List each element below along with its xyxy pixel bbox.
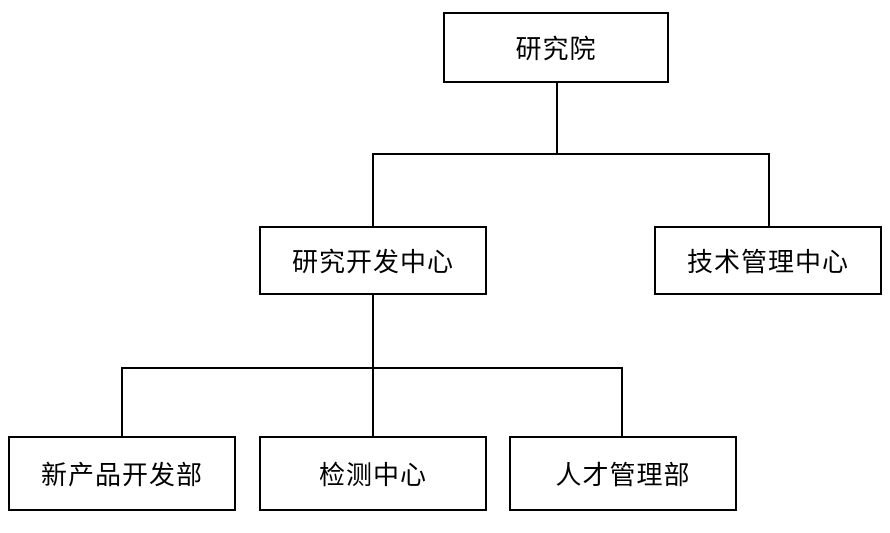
- connector-level2-bar: [372, 153, 770, 155]
- node-label: 检测中心: [318, 461, 427, 491]
- connector-to-rd-center: [372, 153, 374, 227]
- node-new-product-dev: 新产品开发部: [8, 436, 236, 511]
- connector-to-tech-mgmt: [768, 153, 770, 227]
- node-label: 研究开发中心: [291, 248, 454, 278]
- node-label: 技术管理中心: [686, 248, 849, 278]
- connector-to-talent: [621, 367, 623, 437]
- connector-to-testing: [372, 367, 374, 437]
- node-testing-center: 检测中心: [259, 436, 487, 511]
- node-tech-management-center: 技术管理中心: [654, 226, 882, 295]
- node-rd-center: 研究开发中心: [259, 226, 487, 295]
- connector-root-down: [556, 82, 558, 154]
- connector-rd-center-down: [372, 293, 374, 368]
- node-label: 研究院: [515, 35, 597, 65]
- node-research-institute: 研究院: [443, 12, 669, 83]
- connector-to-new-product: [121, 367, 123, 437]
- node-talent-management: 人才管理部: [509, 436, 737, 511]
- node-label: 人才管理部: [555, 461, 691, 491]
- node-label: 新产品开发部: [40, 461, 203, 491]
